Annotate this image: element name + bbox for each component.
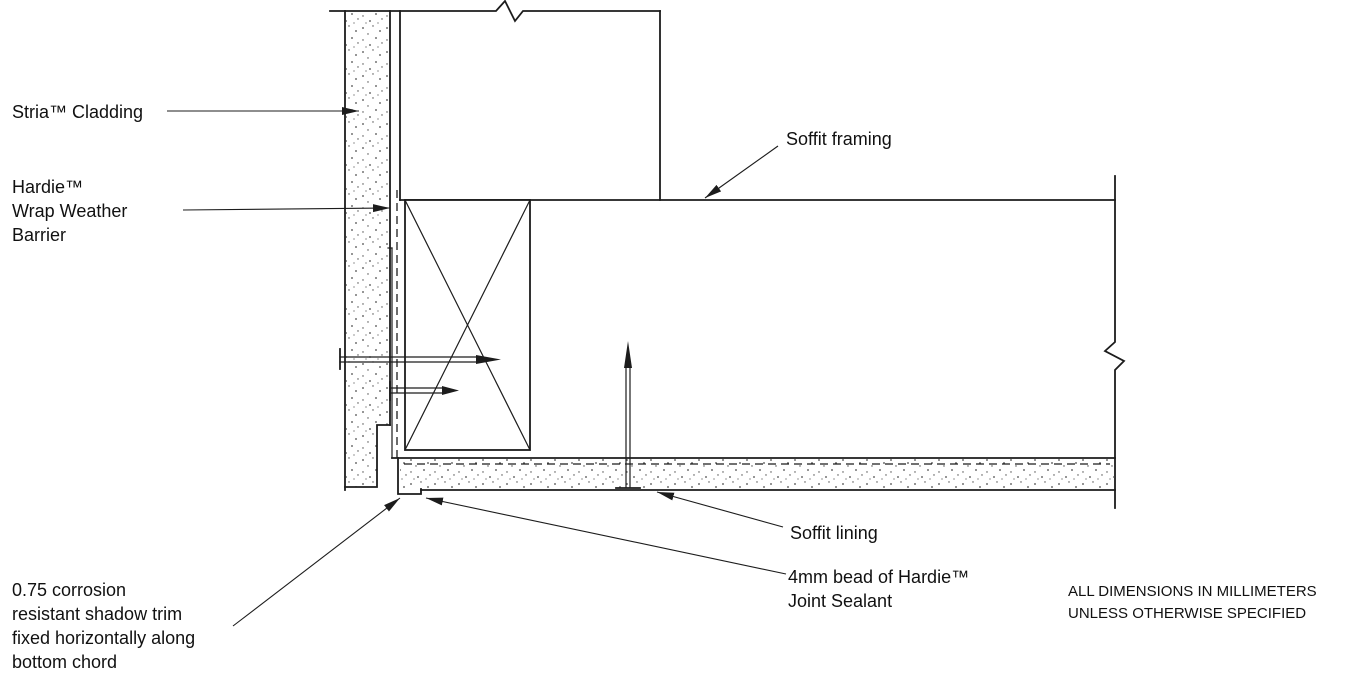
leader-weather-barrier <box>182 204 391 213</box>
trim-nail-icon <box>389 381 459 401</box>
note-line: ALL DIMENSIONS IN MILLIMETERS <box>1068 583 1317 600</box>
label-line: Joint Sealant <box>788 591 893 611</box>
label-line: Barrier <box>12 225 67 245</box>
note-line: UNLESS OTHERWISE SPECIFIED <box>1068 605 1307 622</box>
leader-soffit-lining <box>656 491 784 528</box>
top-cut-line-break-symbol <box>329 0 661 23</box>
label-line: Wrap Weather <box>12 201 128 221</box>
label-weather-barrier: Hardie™ Wrap Weather Barrier <box>12 175 127 247</box>
label-stria-cladding: Stria™ Cladding <box>12 102 144 122</box>
label-line: 4mm bead of Hardie™ <box>788 567 970 587</box>
soffit-nail-icon <box>615 341 641 489</box>
label-line: fixed horizontally along <box>12 628 196 648</box>
label-line: resistant shadow trim <box>12 604 183 624</box>
label-line: 0.75 corrosion <box>12 580 127 600</box>
leader-soffit-framing <box>704 145 779 199</box>
right-cut-line-break-symbol <box>1103 175 1126 509</box>
bottom-chord-cross-section <box>404 199 531 451</box>
label-soffit-lining: Soffit lining <box>790 523 878 543</box>
cladding-section <box>344 10 391 491</box>
cladding-nail-icon <box>339 348 501 370</box>
leader-shadow-trim <box>232 497 401 627</box>
shadow-trim-profile <box>387 247 422 495</box>
dimensions-note: ALL DIMENSIONS IN MILLIMETERS UNLESS OTH… <box>1068 581 1317 625</box>
label-soffit-framing: Soffit framing <box>786 129 892 149</box>
wall-framing-lines <box>399 10 661 201</box>
leader-joint-sealant <box>425 497 787 575</box>
label-joint-sealant: 4mm bead of Hardie™ Joint Sealant <box>788 565 969 613</box>
label-line: bottom chord <box>12 652 118 672</box>
label-shadow-trim: 0.75 corrosion resistant shadow trim fix… <box>12 578 195 674</box>
label-line: Hardie™ <box>12 177 84 197</box>
soffit-lining-section <box>397 457 1116 491</box>
